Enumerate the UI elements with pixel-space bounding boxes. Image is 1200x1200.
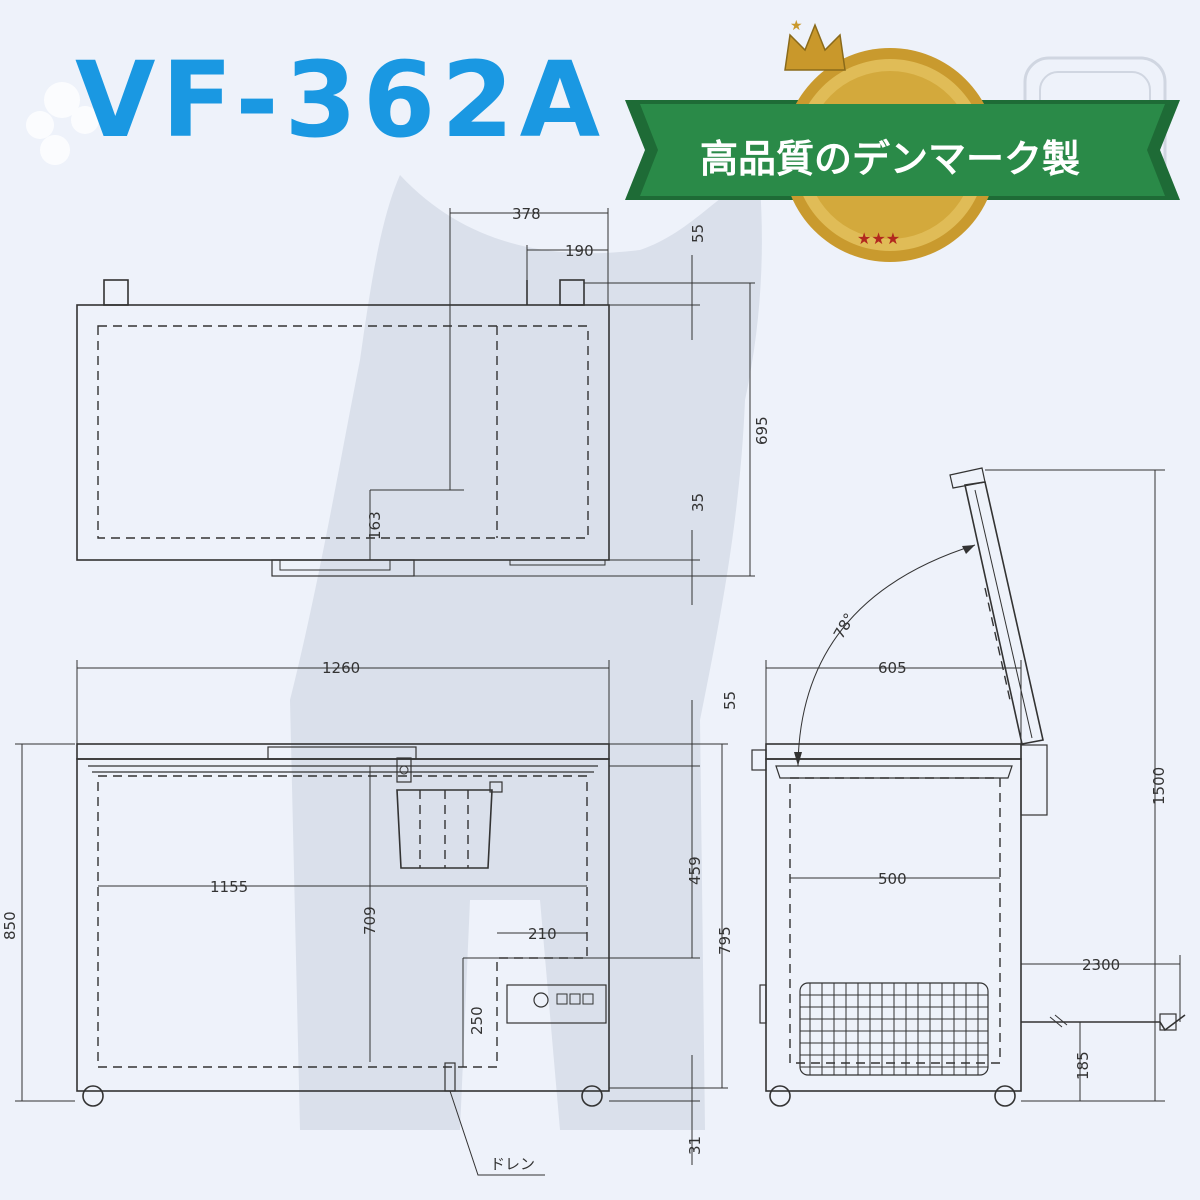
dim-2300: 2300	[1082, 956, 1120, 974]
dim-500: 500	[878, 870, 907, 888]
banner-text: 高品質のデンマーク製	[699, 137, 1080, 181]
side-caster-right	[994, 1085, 1016, 1107]
front-view	[15, 660, 728, 1176]
dim-35: 35	[689, 493, 707, 512]
model-title: VF-362A	[75, 39, 607, 161]
dim-1260: 1260	[322, 659, 360, 677]
top-view	[76, 208, 755, 605]
caster-right	[581, 1085, 603, 1107]
dim-378: 378	[512, 205, 541, 223]
medal-stars: ★★★	[857, 229, 900, 248]
dim-31: 31	[686, 1136, 704, 1155]
dim-55-front: 55	[721, 691, 739, 710]
drain-label: ドレン	[490, 1155, 535, 1173]
dim-695: 695	[753, 416, 771, 445]
dim-185: 185	[1074, 1051, 1092, 1080]
dim-1155: 1155	[210, 878, 248, 896]
dim-605: 605	[878, 659, 907, 677]
dim-250: 250	[468, 1006, 486, 1035]
dim-190: 190	[565, 242, 594, 260]
dim-459: 459	[686, 856, 704, 885]
dim-709: 709	[361, 906, 379, 935]
side-view	[751, 467, 1186, 1107]
dim-55-top: 55	[689, 224, 707, 243]
control-panel	[506, 984, 607, 1024]
dim-1500: 1500	[1150, 767, 1168, 805]
side-caster-left	[769, 1085, 791, 1107]
dim-795: 795	[716, 926, 734, 955]
caster-left	[82, 1085, 104, 1107]
crown-star-icon: ★	[790, 19, 803, 34]
dim-163: 163	[366, 511, 384, 540]
quality-badge: ★ ★★★	[625, 19, 1180, 262]
dim-210: 210	[528, 925, 557, 943]
dim-850: 850	[1, 911, 19, 940]
paw-icon	[26, 82, 99, 165]
crown-icon	[784, 22, 846, 71]
cat-watermark	[290, 175, 762, 1130]
